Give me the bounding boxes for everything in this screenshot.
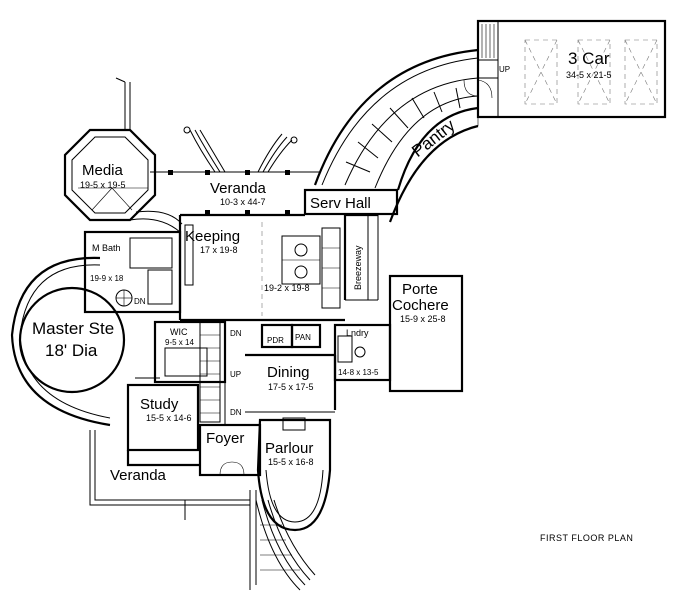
master-walls — [10, 256, 126, 427]
porte-cochere-size: 15-9 x 25-8 — [400, 314, 446, 324]
garage-stair-up: UP — [499, 65, 510, 74]
stair-dn-lower: DN — [230, 408, 242, 417]
master-size: 18' Dia — [45, 341, 98, 360]
keeping-size: 17 x 19-8 — [200, 245, 238, 255]
breezeway-walls — [345, 213, 379, 301]
dining-size: 17-5 x 17-5 — [268, 382, 314, 392]
keeping-label: Keeping — [185, 228, 240, 245]
media-label: Media — [82, 162, 124, 179]
garage-size: 34-5 x 21-5 — [566, 70, 612, 80]
lndry-label: Lndry — [346, 328, 369, 338]
service-rooms-walls — [260, 323, 392, 382]
veranda-top-label: Veranda — [210, 180, 267, 197]
dining-walls — [245, 353, 337, 413]
pantry-wing-walls — [313, 48, 493, 223]
media-size: 19-5 x 19-5 — [80, 180, 126, 190]
stair-dn-upper: DN — [230, 329, 242, 338]
porte-cochere-label-1: Porte — [402, 281, 438, 298]
kitchen-size: 19-2 x 19-8 — [264, 283, 310, 293]
m-bath-walls — [83, 210, 183, 314]
foyer-walls — [198, 423, 262, 477]
m-bath-size: 19-9 x 18 — [90, 274, 124, 283]
veranda-top-size: 10-3 x 44-7 — [220, 197, 266, 207]
veranda-bottom-walls — [89, 430, 316, 591]
pan-label: PAN — [295, 333, 311, 342]
parlour-label: Parlour — [265, 440, 313, 457]
porte-cochere-label-2: Cochere — [392, 297, 449, 314]
study-label: Study — [140, 396, 179, 413]
study-size: 15-5 x 14-6 — [146, 413, 192, 423]
foyer-label: Foyer — [206, 430, 244, 447]
stair-up: UP — [230, 370, 241, 379]
lndry-size: 14-8 x 13-5 — [338, 368, 379, 377]
pantry-label: Pantry — [408, 115, 459, 161]
garage-label: 3 Car — [568, 49, 610, 68]
parlour-walls — [256, 417, 332, 532]
veranda-top-walls — [150, 126, 320, 217]
pdr-label: PDR — [267, 336, 284, 345]
master-label: Master Ste — [32, 319, 114, 338]
plan-title: FIRST FLOOR PLAN — [540, 533, 633, 543]
breezeway-label: Breezeway — [353, 245, 363, 290]
study-walls — [126, 377, 200, 452]
parlour-size: 15-5 x 16-8 — [268, 457, 314, 467]
veranda-bottom-label: Veranda — [110, 467, 167, 484]
dining-label: Dining — [267, 364, 310, 381]
m-bath-label: M Bath — [92, 243, 121, 253]
wic-size: 9-5 x 14 — [165, 338, 194, 347]
wic-label: WIC — [170, 327, 188, 337]
serv-hall-label: Serv Hall — [310, 195, 371, 212]
wic-walls — [153, 320, 227, 425]
bath-stair-dn: DN — [134, 297, 146, 306]
